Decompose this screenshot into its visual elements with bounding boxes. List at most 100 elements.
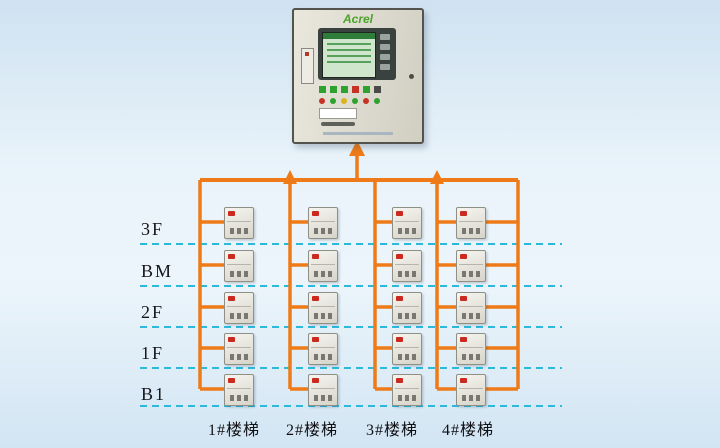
up-arrow xyxy=(430,170,444,184)
alarm-led xyxy=(228,211,235,216)
floor-label-3f: 3F xyxy=(141,219,165,239)
terminal-slots xyxy=(398,271,416,277)
terminal-slots xyxy=(398,228,416,234)
display-line xyxy=(327,61,371,63)
alarm-led xyxy=(228,296,235,301)
monitor-module xyxy=(224,250,254,282)
terminal-slots xyxy=(230,228,248,234)
green-indicator xyxy=(330,86,337,93)
up-arrow xyxy=(349,140,365,156)
terminal-slots xyxy=(462,228,480,234)
monitor-module xyxy=(308,374,338,406)
monitor-module xyxy=(392,207,422,239)
alarm-led xyxy=(460,337,467,342)
monitor-module xyxy=(392,333,422,365)
monitor-module xyxy=(456,207,486,239)
screen-bezel xyxy=(318,28,396,80)
terminal-slots xyxy=(314,354,332,360)
name-plate xyxy=(319,108,357,119)
display-line xyxy=(327,55,371,57)
red-indicator xyxy=(352,86,359,93)
alarm-led xyxy=(460,296,467,301)
alarm-led xyxy=(312,296,319,301)
terminal-slots xyxy=(314,271,332,277)
door-lock xyxy=(409,74,414,79)
terminal-slots xyxy=(462,354,480,360)
terminal-slots xyxy=(398,354,416,360)
alarm-led xyxy=(228,337,235,342)
terminal-slots xyxy=(230,395,248,401)
alarm-led xyxy=(396,337,403,342)
monitor-module xyxy=(456,292,486,324)
floor-label-b1: B1 xyxy=(141,384,167,404)
terminal-slots xyxy=(398,395,416,401)
stair-label-2: 2#楼梯 xyxy=(285,422,338,439)
green-button xyxy=(374,98,380,104)
stair-label-3: 3#楼梯 xyxy=(365,422,418,439)
terminal-slots xyxy=(230,313,248,319)
printer-slot xyxy=(321,122,355,126)
monitor-module xyxy=(224,292,254,324)
monitor-module xyxy=(456,374,486,406)
alarm-led xyxy=(460,378,467,383)
monitor-module xyxy=(392,292,422,324)
monitor-module xyxy=(308,207,338,239)
red-button xyxy=(319,98,325,104)
monitor-module xyxy=(308,250,338,282)
monitor-module xyxy=(224,374,254,406)
monitor-module xyxy=(308,333,338,365)
green-indicator xyxy=(341,86,348,93)
stair-label-1: 1#楼梯 xyxy=(207,422,260,439)
red-button xyxy=(363,98,369,104)
alarm-led xyxy=(396,378,403,383)
alarm-led xyxy=(312,378,319,383)
yellow-button xyxy=(341,98,347,104)
floor-label-bm: BM xyxy=(141,261,174,281)
floor-label-1f: 1F xyxy=(141,343,165,363)
monitor-module xyxy=(308,292,338,324)
up-arrow xyxy=(283,170,297,184)
terminal-slots xyxy=(462,271,480,277)
alarm-led xyxy=(396,296,403,301)
monitor-module xyxy=(456,250,486,282)
display-line xyxy=(327,49,371,51)
dark-button xyxy=(374,86,381,93)
lcd-display xyxy=(322,32,376,78)
terminal-slots xyxy=(314,313,332,319)
alarm-led xyxy=(312,211,319,216)
terminal-slots xyxy=(314,395,332,401)
terminal-slots xyxy=(398,313,416,319)
alarm-led xyxy=(396,254,403,259)
monitor-module xyxy=(224,333,254,365)
control-cabinet: Acrel xyxy=(292,8,424,144)
green-button xyxy=(330,98,336,104)
green-indicator xyxy=(363,86,370,93)
green-button xyxy=(352,98,358,104)
gauge-mark xyxy=(305,52,309,56)
brand-logo: Acrel xyxy=(342,12,374,26)
monitor-module xyxy=(392,250,422,282)
alarm-led xyxy=(460,211,467,216)
terminal-slots xyxy=(314,228,332,234)
terminal-slots xyxy=(462,313,480,319)
terminal-slots xyxy=(230,354,248,360)
alarm-led xyxy=(460,254,467,259)
display-line xyxy=(327,43,371,45)
indicator-row xyxy=(319,86,381,93)
alarm-led xyxy=(228,254,235,259)
button-row xyxy=(319,98,380,104)
green-indicator xyxy=(319,86,326,93)
floor-label-2f: 2F xyxy=(141,302,165,322)
alarm-led xyxy=(228,378,235,383)
alarm-led xyxy=(396,211,403,216)
alarm-led xyxy=(312,337,319,342)
keypad xyxy=(377,34,393,70)
terminal-slots xyxy=(230,271,248,277)
display-header xyxy=(323,33,375,39)
manufacturer-text-placeholder xyxy=(323,132,393,135)
gauge-window xyxy=(301,48,314,84)
monitor-module xyxy=(224,207,254,239)
alarm-led xyxy=(312,254,319,259)
